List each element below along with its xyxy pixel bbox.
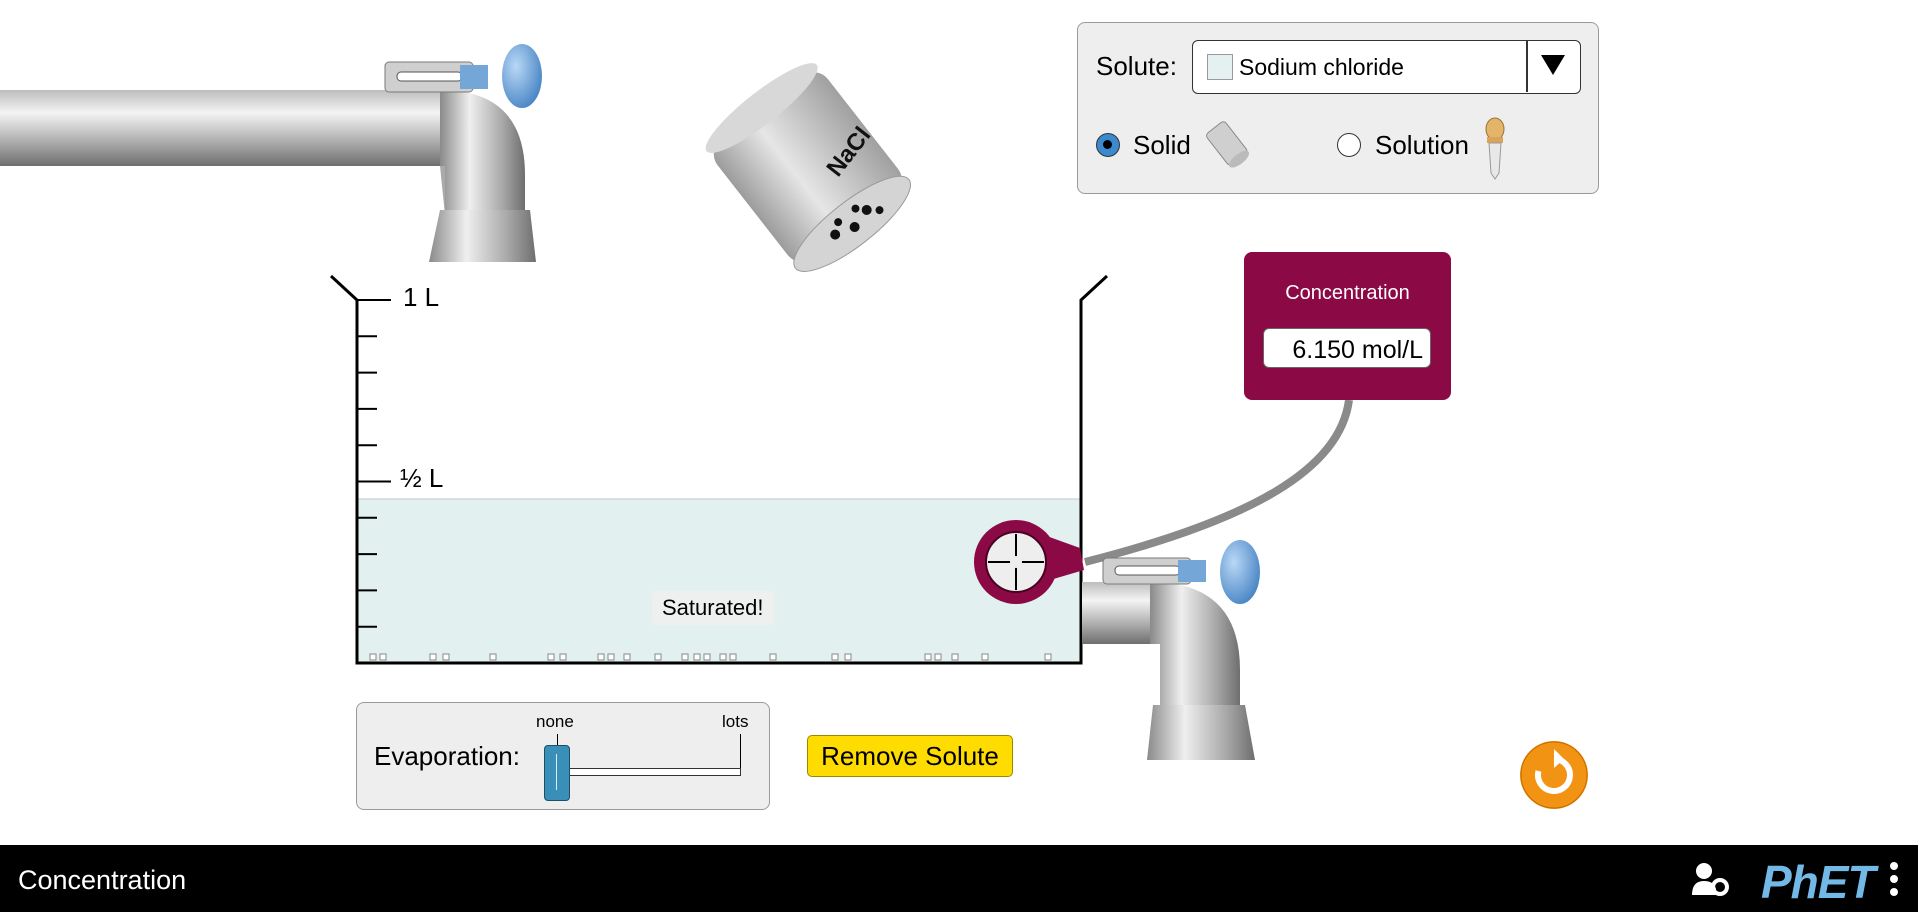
reset-all-icon xyxy=(1520,741,1588,809)
shaker-icon xyxy=(1206,121,1250,168)
radio-solid-label[interactable]: Solid xyxy=(1133,130,1191,160)
chevron-down-icon[interactable] xyxy=(1541,55,1565,75)
solute-selected-value: Sodium chloride xyxy=(1239,54,1404,80)
reset-all-button[interactable] xyxy=(1520,741,1588,809)
remove-solute-button[interactable]: Remove Solute xyxy=(807,735,1013,777)
slider-tick-none xyxy=(557,734,558,746)
concentration-meter[interactable]: Concentration 6.150 mol/L xyxy=(1244,252,1451,400)
evaporation-label: Evaporation: xyxy=(374,741,520,771)
evaporation-max-label: lots xyxy=(722,712,749,731)
radio-solid[interactable] xyxy=(1096,133,1120,157)
radio-solution[interactable] xyxy=(1337,133,1361,157)
beaker-label-1-liter: 1 L xyxy=(403,282,440,312)
slider-tick-lots xyxy=(740,734,741,768)
phet-logo[interactable]: PhET xyxy=(1761,856,1876,908)
solvent-faucet[interactable] xyxy=(0,44,542,262)
beaker-label-half-liter: ½ L xyxy=(400,463,444,493)
beaker-ticks xyxy=(357,299,391,628)
saturated-indicator: Saturated! xyxy=(652,591,774,625)
meter-title: Concentration xyxy=(1285,282,1410,304)
drain-faucet[interactable] xyxy=(1082,540,1260,760)
solute-color-swatch xyxy=(1207,54,1233,80)
concentration-value: 6.150 mol/L xyxy=(1292,336,1423,364)
solute-combo-box[interactable]: Sodium chloride xyxy=(1192,40,1581,94)
solute-label: Solute: xyxy=(1096,51,1177,81)
kebab-menu-icon[interactable] xyxy=(1888,861,1900,897)
solution xyxy=(357,499,1081,663)
concentration-probe[interactable] xyxy=(974,520,1084,604)
sim-title: Concentration xyxy=(18,865,187,895)
beaker xyxy=(329,274,1109,665)
solute-panel: Solute: Sodium chloride Solid Solution xyxy=(1077,22,1599,194)
navigation-bar: Concentration PhET xyxy=(0,845,1918,912)
radio-solution-label[interactable]: Solution xyxy=(1375,130,1469,160)
salt-shaker[interactable] xyxy=(695,51,922,285)
simulation-scene: NaCl xyxy=(0,22,1599,810)
meter-readout: 6.150 mol/L xyxy=(1263,328,1431,368)
evaporation-panel: Evaporation: none lots xyxy=(356,702,770,810)
scene-graphics: NaCl xyxy=(0,44,1353,760)
preferences-icon[interactable] xyxy=(1690,861,1730,897)
evaporation-slider-thumb[interactable] xyxy=(544,745,570,801)
salt-particles xyxy=(369,653,1052,661)
dropper-icon xyxy=(1485,117,1505,180)
meter-cable xyxy=(1084,399,1353,566)
evaporation-slider-track[interactable] xyxy=(568,768,741,776)
combo-divider xyxy=(1526,41,1528,92)
evaporation-min-label: none xyxy=(536,712,574,731)
